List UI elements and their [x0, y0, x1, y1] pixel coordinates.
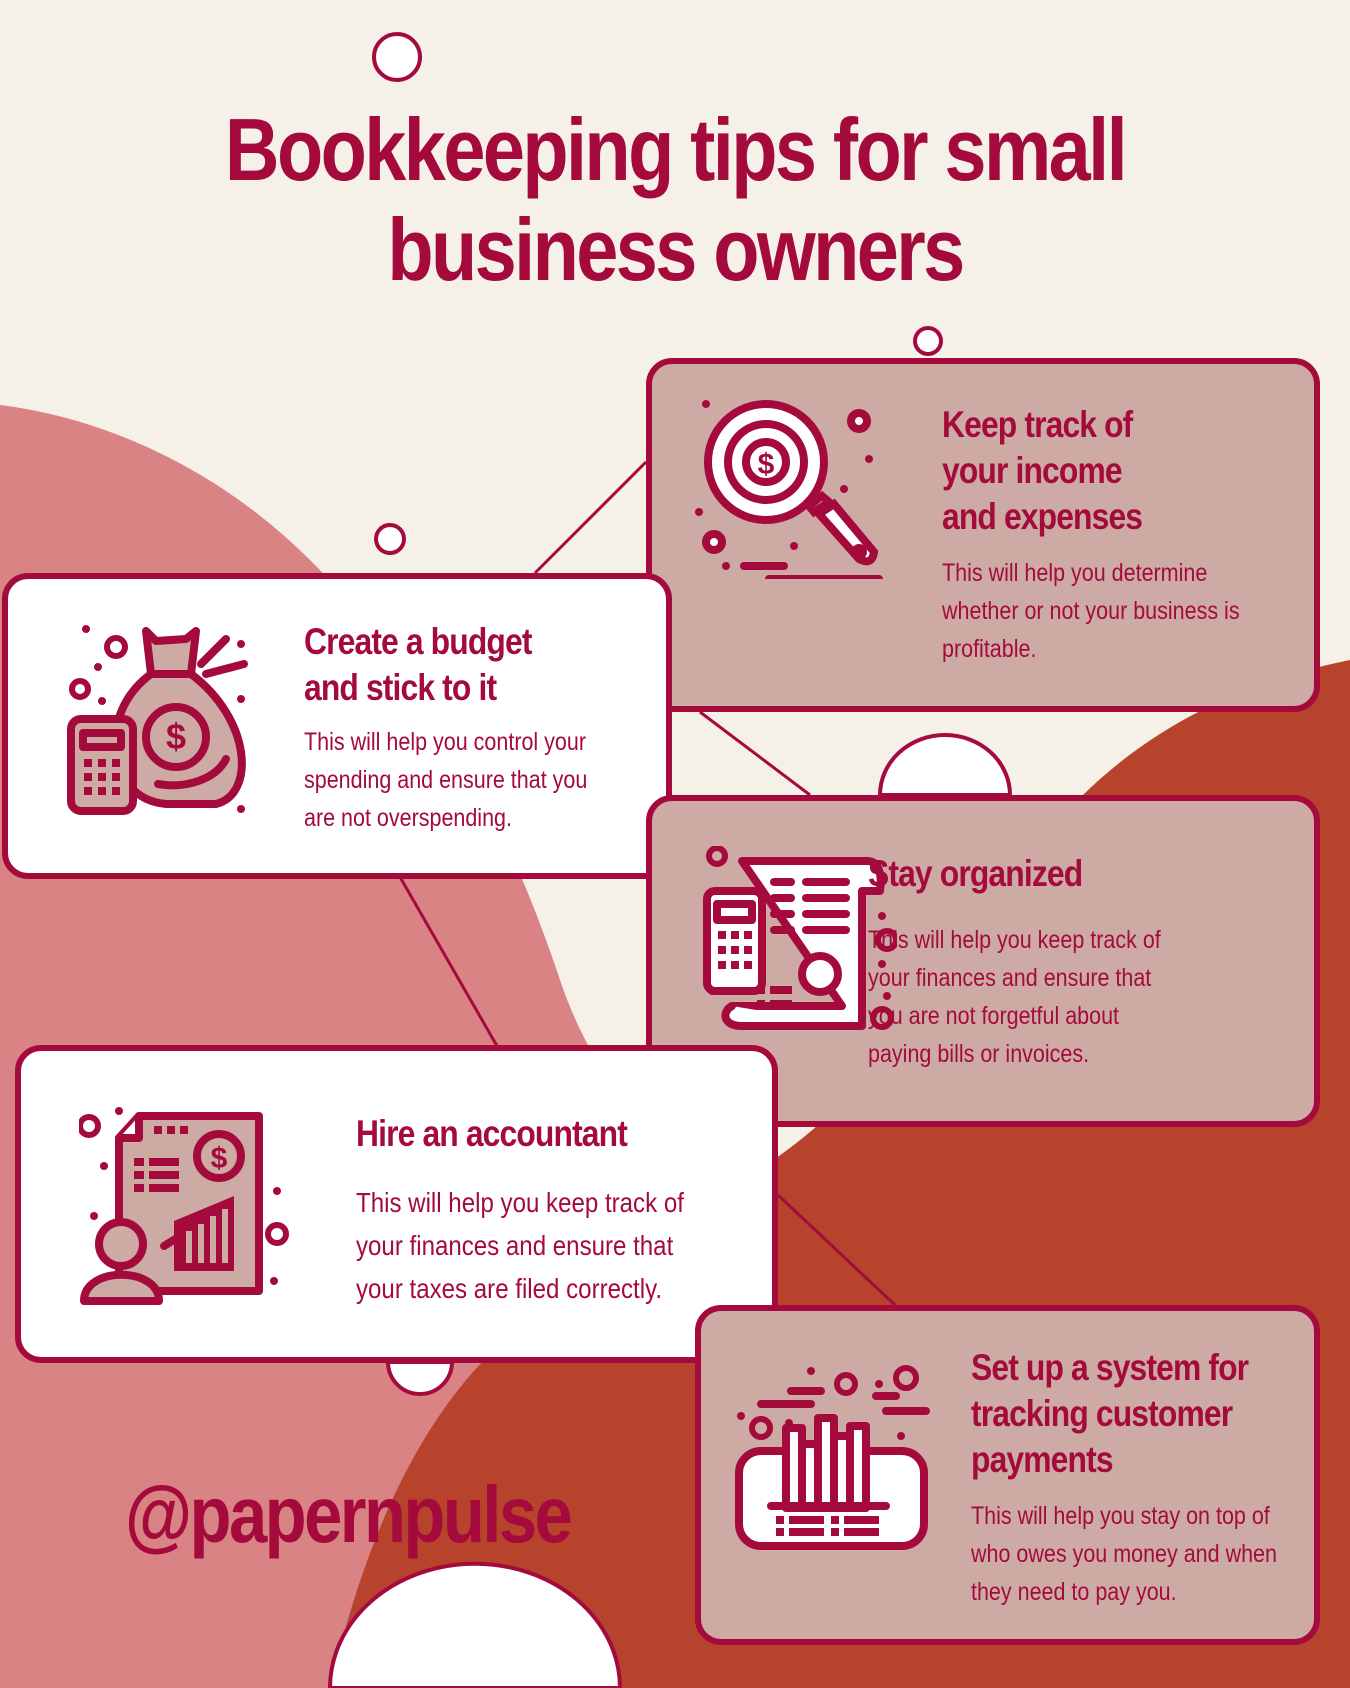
decor-circle	[913, 326, 943, 356]
title-line-2: business owners	[387, 200, 965, 299]
page-title: Bookkeeping tips for small business owne…	[95, 100, 1256, 300]
tip-title: Keep track of your income and expenses	[942, 404, 1143, 537]
receipt-calculator-icon	[703, 846, 897, 1030]
decor-circle	[374, 523, 406, 555]
connector-line	[776, 1193, 897, 1307]
tip-title: Stay organized	[868, 853, 1083, 894]
connector-line	[533, 460, 648, 575]
tip-card-income-expenses: $ Keep track of your income and expenses…	[646, 358, 1320, 712]
tip-description: This will help you stay on top of who ow…	[971, 1502, 1277, 1606]
connector-line	[398, 876, 499, 1047]
accountant-report-icon: $	[79, 1107, 289, 1305]
payment-tracking-chart-icon	[735, 1365, 930, 1550]
tip-description: This will help you control your spending…	[304, 728, 588, 832]
tip-description: This will help you keep track of your fi…	[868, 926, 1161, 1068]
connector-line	[699, 710, 811, 797]
tip-title: Create a budget and stick to it	[304, 621, 532, 708]
svg-text:$: $	[211, 1142, 228, 1175]
svg-text:$: $	[166, 716, 186, 757]
decor-half-circle	[385, 1360, 455, 1396]
magnifier-dollar-icon: $	[695, 400, 883, 579]
tip-card-budget: $ Create a budget and stick to it This w…	[2, 573, 672, 879]
decor-circle	[372, 32, 422, 82]
tip-description: This will help you determine whether or …	[942, 559, 1240, 663]
svg-text:$: $	[758, 448, 775, 481]
tip-title: Set up a system for tracking customer pa…	[971, 1347, 1249, 1480]
tip-card-customer-payments: Set up a system for tracking customer pa…	[695, 1305, 1320, 1645]
decor-half-circle	[877, 733, 1013, 797]
decor-half-circle	[327, 1561, 623, 1688]
tip-description: This will help you keep track of your fi…	[356, 1187, 684, 1304]
title-line-1: Bookkeeping tips for small	[224, 100, 1128, 199]
tip-title: Hire an accountant	[356, 1113, 628, 1154]
money-bag-calculator-icon: $	[67, 625, 248, 815]
tip-card-hire-accountant: $ Hire an accountant This will help you …	[15, 1045, 778, 1363]
tip-card-stay-organized: Stay organized This will help you keep t…	[646, 795, 1320, 1127]
social-handle: @papernpulse	[125, 1470, 573, 1559]
